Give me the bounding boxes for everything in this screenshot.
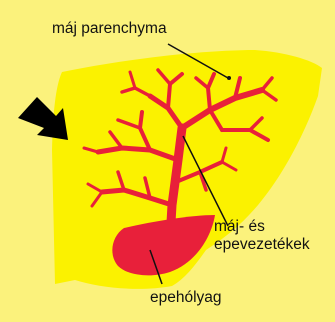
leader-dot-parenchyma [227,76,231,80]
label-bile-ducts: máj- és epevezetékek [214,218,324,254]
label-liver-parenchyma: máj parenchyma [52,20,167,38]
label-gallbladder: epehólyag [150,289,222,307]
